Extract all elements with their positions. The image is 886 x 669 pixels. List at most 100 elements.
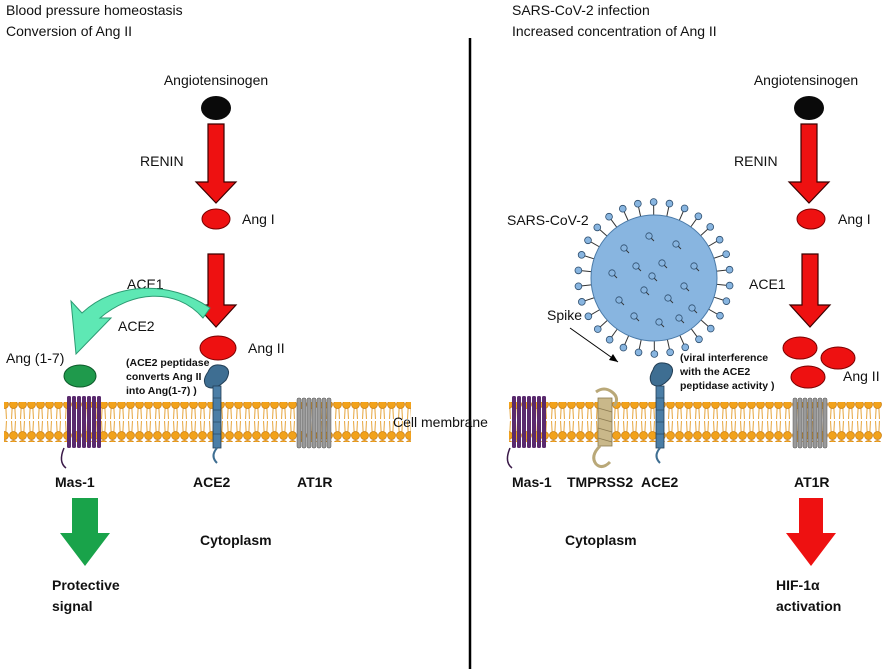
right-renin-label: RENIN bbox=[734, 153, 778, 169]
left-ang1-molecule bbox=[201, 208, 231, 230]
virus-surface-dot bbox=[680, 282, 690, 292]
virus-spike bbox=[714, 281, 734, 290]
right-note-line3: peptidase activity ) bbox=[680, 380, 775, 392]
virus-surface-dot bbox=[675, 314, 685, 324]
spike-pointer-head bbox=[609, 354, 618, 362]
virus-surface-dot bbox=[664, 294, 674, 304]
right-panel: SARS-CoV-2 infection Increased concentra… bbox=[506, 2, 882, 614]
left-note-line3: into Ang(1-7) ) bbox=[126, 385, 197, 397]
left-ace2-receptor bbox=[203, 364, 230, 464]
virus-spike bbox=[577, 251, 597, 260]
virus-surface-dot bbox=[620, 244, 630, 254]
virus-spike bbox=[689, 326, 703, 344]
right-ang2-label: Ang II bbox=[843, 368, 880, 384]
right-outcome-line2: activation bbox=[776, 598, 841, 614]
left-at1r-receptor bbox=[296, 397, 332, 449]
virus-surface-dots bbox=[608, 232, 700, 328]
right-at1r-label: AT1R bbox=[794, 474, 830, 490]
virus-spike bbox=[714, 265, 734, 274]
right-angiotensinogen-label: Angiotensinogen bbox=[754, 72, 858, 88]
virus-surface-dot bbox=[648, 272, 658, 282]
left-angiotensinogen-molecule bbox=[201, 96, 231, 120]
right-ace2-receptor bbox=[649, 362, 674, 464]
left-panel: Blood pressure homeostasis Conversion of… bbox=[4, 2, 488, 614]
virus-spike bbox=[689, 212, 703, 229]
left-note-line1: (ACE2 peptidase bbox=[126, 357, 210, 369]
left-ang2-molecule bbox=[199, 335, 237, 361]
left-ang17-molecule bbox=[63, 364, 97, 388]
virus-spike bbox=[711, 296, 731, 305]
virus-spike bbox=[584, 236, 602, 249]
right-ang1-molecule bbox=[796, 208, 826, 230]
right-ang2-molecule-1 bbox=[782, 336, 818, 360]
left-header-line2: Conversion of Ang II bbox=[6, 23, 132, 39]
right-header-line2: Increased concentration of Ang II bbox=[512, 23, 717, 39]
virus-spike bbox=[584, 308, 602, 321]
spike-label: Spike bbox=[547, 307, 582, 323]
tmprss2-protease bbox=[592, 387, 619, 469]
virus-spike bbox=[578, 296, 597, 306]
virus-spike bbox=[706, 307, 724, 320]
virus-spike bbox=[619, 333, 630, 352]
virus-surface-dot bbox=[672, 240, 682, 250]
right-ang1-label: Ang I bbox=[838, 211, 871, 227]
right-renin-arrow bbox=[787, 123, 831, 204]
right-note-line2: with the ACE2 bbox=[679, 366, 750, 378]
virus-spike bbox=[634, 337, 643, 357]
left-protective-arrow bbox=[60, 498, 110, 566]
virus-surface-dot bbox=[658, 259, 668, 269]
virus-surface-dot bbox=[608, 269, 618, 279]
virus-spike bbox=[605, 327, 619, 344]
virus-label: SARS-CoV-2 bbox=[507, 212, 589, 228]
virus-spike bbox=[678, 204, 689, 223]
left-renin-label: RENIN bbox=[140, 153, 184, 169]
virus-spike bbox=[706, 235, 724, 248]
tmprss2-label: TMPRSS2 bbox=[567, 474, 633, 490]
virus-spike bbox=[574, 282, 594, 291]
virus-surface-dot bbox=[688, 304, 698, 314]
left-ang2-label: Ang II bbox=[248, 340, 285, 356]
virus-spike bbox=[618, 204, 630, 223]
right-mas1-receptor bbox=[506, 396, 546, 469]
left-header-line1: Blood pressure homeostasis bbox=[6, 2, 183, 18]
right-outcome-line1: HIF-1α bbox=[776, 577, 820, 593]
left-ace2-enzyme-label: ACE2 bbox=[118, 318, 155, 334]
right-ang2-molecule-2 bbox=[820, 346, 856, 370]
virus-spike bbox=[699, 318, 715, 333]
virus-spike bbox=[650, 338, 659, 358]
right-hif-arrow bbox=[786, 498, 836, 566]
right-cytoplasm-label: Cytoplasm bbox=[565, 532, 637, 548]
virus-surface-dot bbox=[632, 262, 642, 272]
right-note-line1: (viral interference bbox=[680, 352, 768, 364]
virus-surface-dot bbox=[630, 312, 640, 322]
virus-surface-dot bbox=[655, 318, 665, 328]
left-ang17-label: Ang (1-7) bbox=[6, 350, 64, 366]
virus-spike bbox=[605, 212, 619, 230]
left-mas1-label: Mas-1 bbox=[55, 474, 95, 490]
virus-spike bbox=[698, 223, 715, 238]
virus-spike bbox=[678, 333, 690, 352]
virus-spike bbox=[666, 337, 674, 357]
right-ace2-label: ACE2 bbox=[641, 474, 679, 490]
right-angiotensinogen-molecule bbox=[794, 96, 824, 120]
virus-spike bbox=[649, 198, 658, 218]
virus-spike bbox=[634, 199, 642, 219]
left-ang1-label: Ang I bbox=[242, 211, 275, 227]
right-ace1-arrow bbox=[788, 253, 832, 328]
left-ace2-curved-arrow bbox=[70, 287, 211, 356]
right-header-line1: SARS-CoV-2 infection bbox=[512, 2, 650, 18]
left-note-line2: converts Ang II bbox=[126, 371, 202, 383]
left-renin-arrow bbox=[194, 123, 238, 204]
left-outcome-line2: signal bbox=[52, 598, 92, 614]
left-cell-membrane bbox=[4, 402, 411, 442]
right-at1r-receptor bbox=[792, 397, 828, 449]
right-ace1-label: ACE1 bbox=[749, 276, 786, 292]
left-cytoplasm-label: Cytoplasm bbox=[200, 532, 272, 548]
right-ang2-molecule-3 bbox=[790, 365, 826, 389]
virus-surface-dot bbox=[615, 296, 625, 306]
virus-spike bbox=[711, 250, 730, 260]
virus-surface-dot bbox=[640, 286, 650, 296]
left-angiotensinogen-label: Angiotensinogen bbox=[164, 72, 268, 88]
right-mas1-label: Mas-1 bbox=[512, 474, 552, 490]
